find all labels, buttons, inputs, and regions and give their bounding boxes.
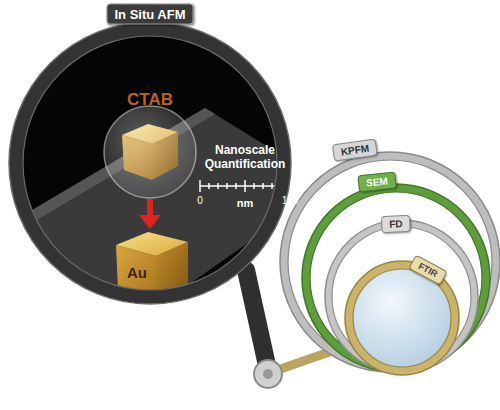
scale-tick-label: 0 <box>197 195 203 207</box>
lens-scene <box>0 0 330 340</box>
scale-title: Nanoscale Quantification <box>195 144 295 172</box>
technique-ring: FTIRFDSEM <box>300 182 492 374</box>
technique-tab: FD <box>381 215 411 234</box>
ring-rim <box>302 184 490 372</box>
scale-unit: nm <box>237 197 254 210</box>
technique-ring: FTIR <box>343 259 461 377</box>
transition-arrow <box>139 199 161 229</box>
technique-tab: In Situ AFM <box>106 4 193 25</box>
coated-cube <box>104 106 196 198</box>
element-label: Au <box>127 264 147 281</box>
scale-tick-label: 100 <box>282 195 299 207</box>
technique-ring: FTIR FD <box>323 218 480 375</box>
coating-label: CTAB <box>127 90 173 110</box>
technique-ring: FTIRFDSEMKPFM <box>278 150 500 374</box>
